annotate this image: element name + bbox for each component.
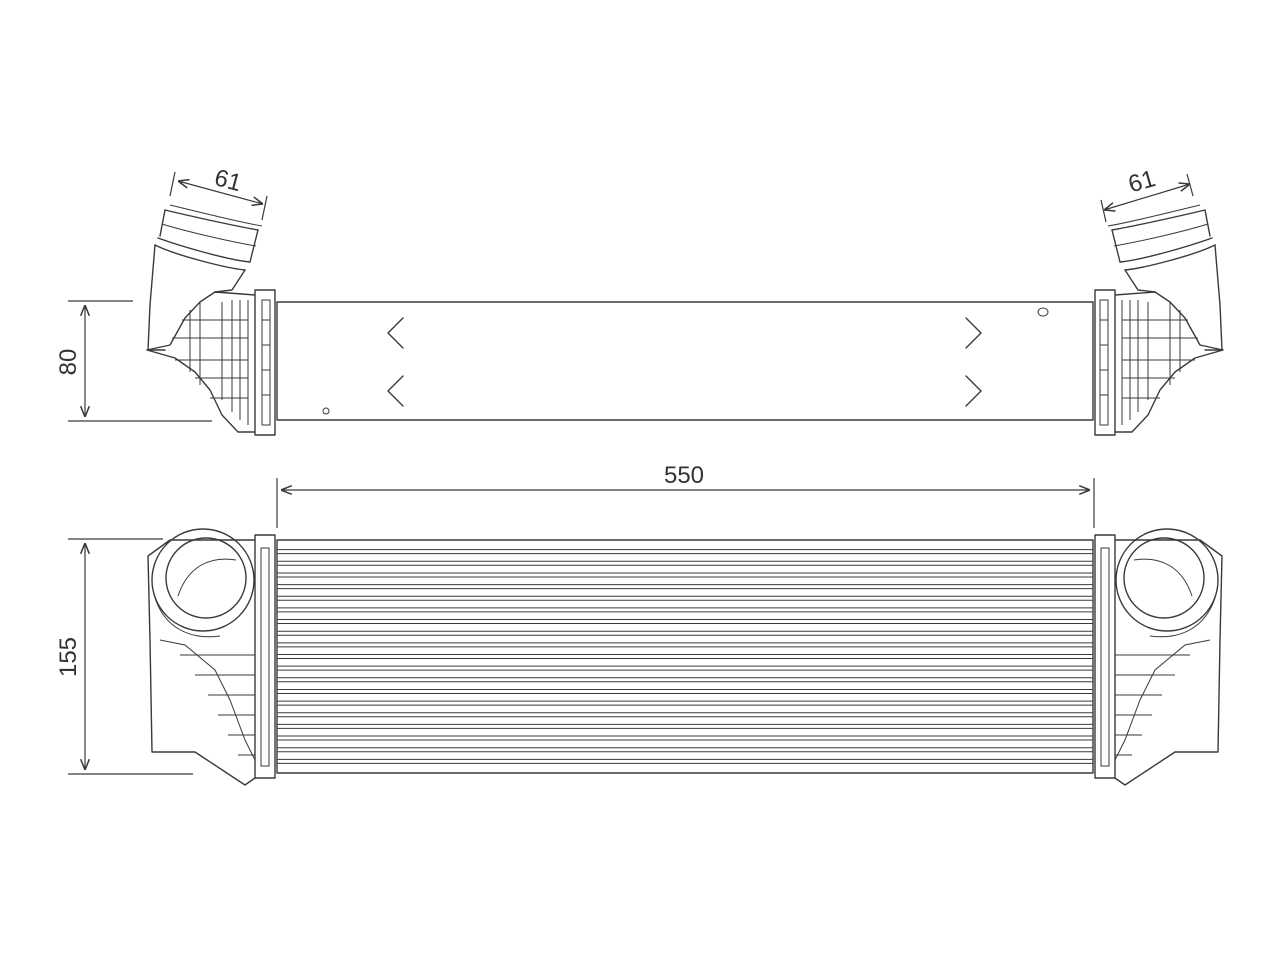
dimension-left-outlet: 61: [169, 164, 268, 221]
top-left-tank: [146, 204, 276, 436]
top-right-tank: [1094, 204, 1224, 436]
dimension-right-outlet: 61: [1100, 165, 1194, 223]
top-view-marker-hole: [1037, 307, 1049, 317]
top-view-pin: [322, 407, 330, 415]
front-view: [147, 528, 1223, 786]
chevron-right-lower: [965, 375, 982, 407]
dim-right-outlet-label: 61: [1125, 165, 1158, 198]
left-inlet-bore: [165, 537, 247, 619]
front-view-core: [276, 539, 1094, 774]
dim-left-outlet-label: 61: [212, 164, 245, 197]
dim-top-height-label: 80: [55, 349, 82, 376]
chevron-right-upper: [965, 317, 982, 349]
left-inlet-flange: [151, 528, 255, 632]
chevron-left-upper: [387, 317, 404, 349]
front-right-tank: [1094, 528, 1223, 786]
chevron-left-lower: [387, 375, 404, 407]
front-left-tank: [147, 528, 276, 786]
top-view: [146, 204, 1224, 436]
dim-front-height-label: 155: [55, 637, 82, 677]
dim-core-length-label: 550: [664, 462, 704, 489]
top-view-core: [276, 301, 1094, 421]
dimension-top-height: 80: [55, 300, 212, 422]
dimension-core-length: 550: [276, 462, 1095, 528]
dimension-front-height: 155: [55, 538, 193, 775]
core-fins: [277, 549, 1093, 764]
